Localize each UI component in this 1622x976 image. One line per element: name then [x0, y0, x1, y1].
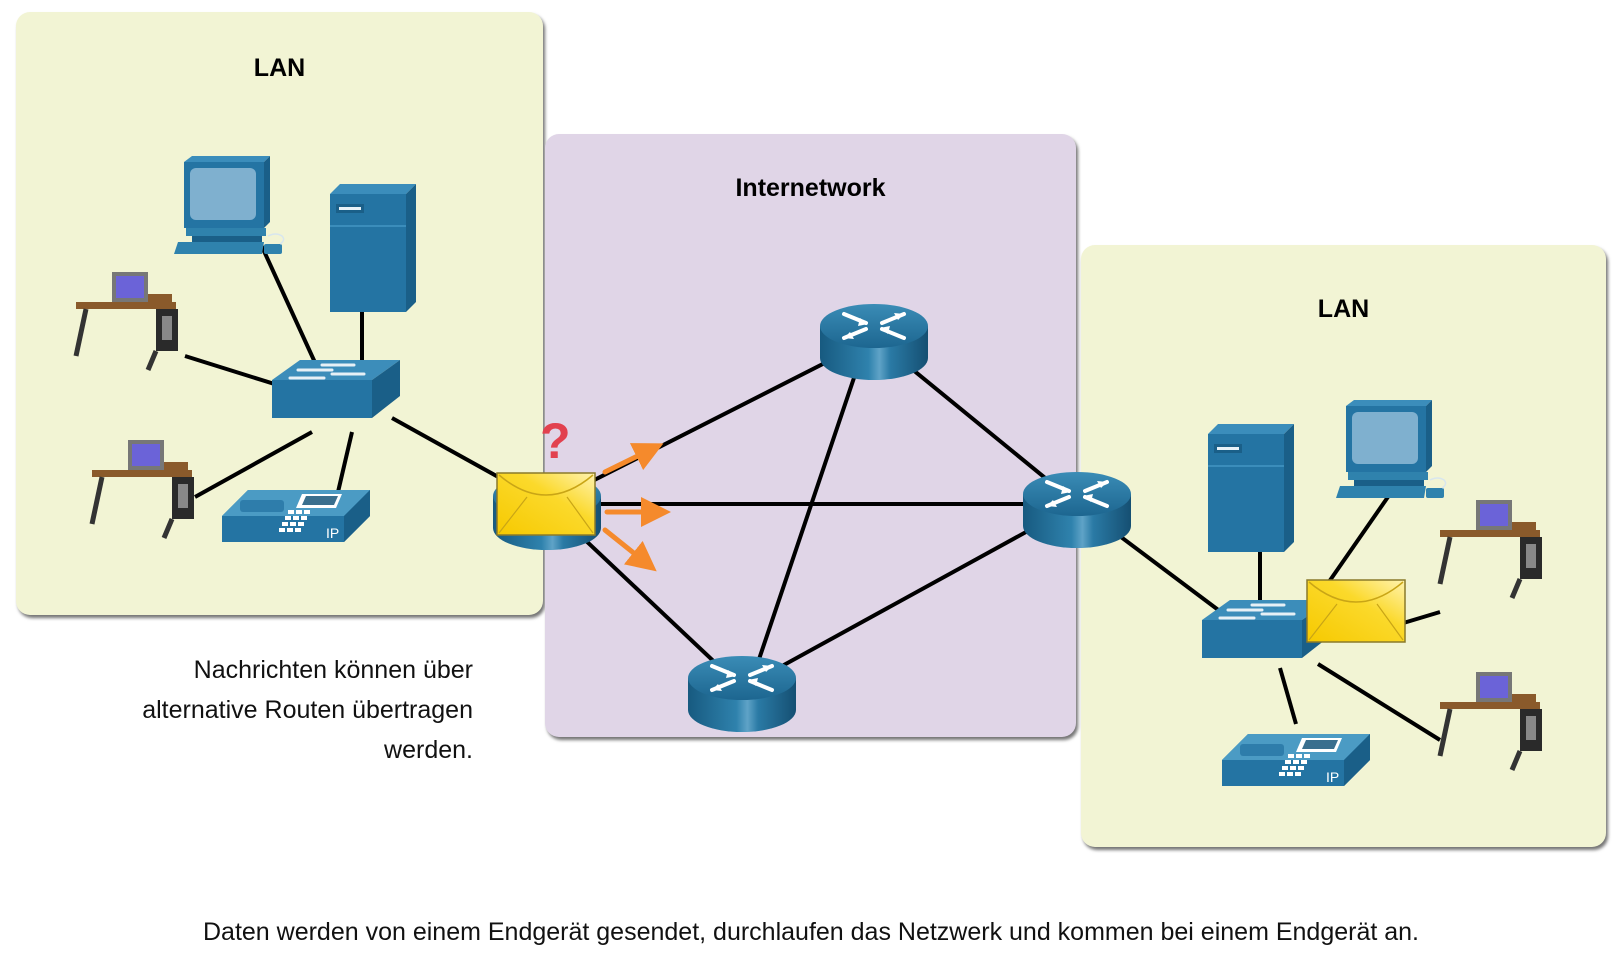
user-workstation-icon — [92, 440, 194, 538]
ip-phone-icon — [1222, 734, 1370, 786]
cable — [256, 237, 325, 381]
cable — [546, 336, 875, 506]
desktop-pc-icon — [1335, 399, 1447, 499]
user-workstation-icon — [1440, 672, 1542, 770]
switch-icon — [270, 358, 402, 420]
cable — [741, 502, 1078, 690]
cable — [336, 431, 354, 493]
ip-phone-label: IP — [1326, 769, 1339, 785]
router-icon — [1021, 470, 1133, 550]
server-icon — [1207, 423, 1295, 553]
router-icon — [818, 302, 930, 382]
message-envelope-icon — [1306, 579, 1406, 643]
cable — [1399, 610, 1441, 626]
server-icon — [329, 183, 417, 313]
message-envelope-icon — [496, 472, 596, 536]
internetwork-zone: Internetwork — [545, 134, 1076, 737]
router-icon — [686, 654, 798, 734]
ip-phone-icon — [222, 490, 370, 542]
internetwork-title: Internetwork — [735, 174, 886, 202]
route-arrow-icon — [602, 443, 664, 475]
alternate-routes-note: Nachrichten können über alternative Rout… — [142, 656, 473, 764]
cable — [1316, 662, 1442, 742]
lan-left-title: LAN — [253, 54, 306, 82]
cable — [750, 359, 862, 681]
ip-phone-label: IP — [326, 525, 339, 541]
diagram-caption: Daten werden von einem Endgerät gesendet… — [202, 918, 1419, 946]
route-arrows — [602, 443, 671, 572]
user-workstation-icon — [76, 272, 178, 370]
desktop-pc-icon — [173, 155, 285, 255]
route-arrow-icon — [602, 527, 657, 572]
user-workstation-icon — [1440, 500, 1542, 598]
lan-right-title: LAN — [1317, 295, 1370, 323]
question-mark-icon: ? — [540, 413, 571, 469]
cable — [194, 430, 313, 499]
cable — [1278, 667, 1298, 725]
